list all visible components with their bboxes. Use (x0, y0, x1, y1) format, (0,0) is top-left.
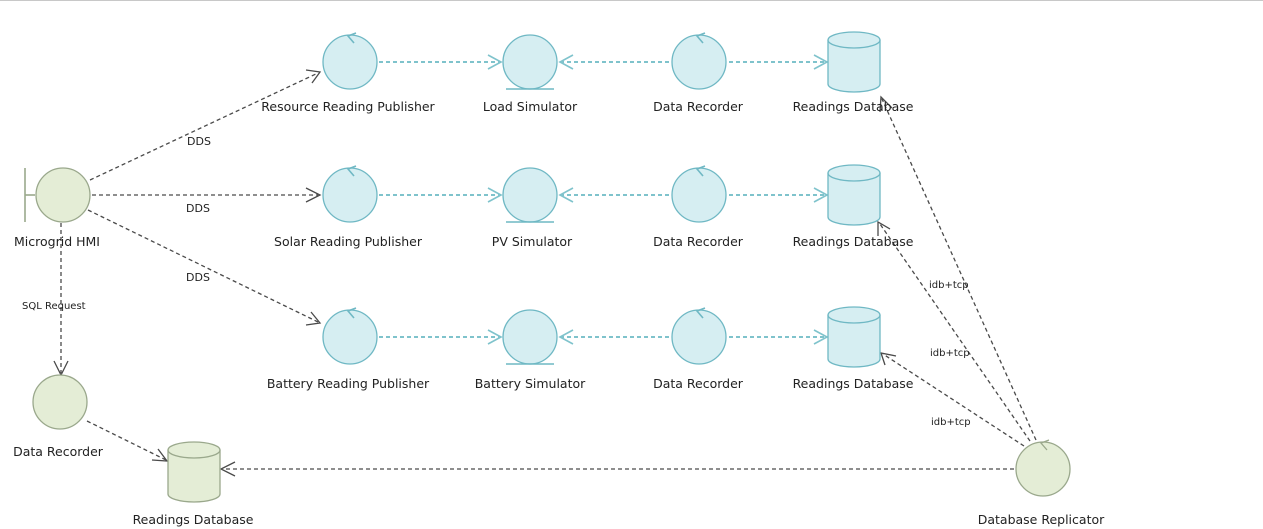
node-readings-database-3[interactable]: Readings Database (793, 306, 914, 391)
node-data-recorder-1[interactable]: Data Recorder (653, 32, 744, 114)
node-local-data-recorder[interactable]: Data Recorder (13, 374, 104, 459)
flow-row-2 (379, 187, 829, 203)
node-label: Readings Database (793, 376, 914, 391)
edge-label-idb-2: idb+tcp (930, 348, 970, 359)
node-label: Database Replicator (978, 512, 1105, 527)
edge-label-dds-2: DDS (186, 202, 210, 215)
edge-label-sql: SQL Request (22, 301, 86, 312)
edge-label-idb-3: idb+tcp (931, 417, 971, 428)
edge-hmi-battery: DDS (87, 209, 322, 326)
node-label: Microgrid HMI (14, 234, 100, 249)
node-label: Readings Database (793, 234, 914, 249)
edge-label-dds-1: DDS (187, 135, 211, 148)
node-label: Resource Reading Publisher (261, 99, 435, 114)
node-data-recorder-2[interactable]: Data Recorder (653, 165, 744, 249)
node-readings-database-1[interactable]: Readings Database (793, 31, 914, 114)
node-label: Readings Database (133, 512, 254, 527)
edge-replicator-db1: idb+tcp (879, 95, 1037, 441)
node-label: Battery Reading Publisher (267, 376, 430, 391)
node-label: Battery Simulator (475, 376, 586, 391)
edge-hmi-resource: DDS (89, 69, 322, 181)
flow-row-1 (379, 54, 829, 70)
node-label: Data Recorder (653, 99, 744, 114)
node-label: Data Recorder (653, 376, 744, 391)
edge-replicator-db3: idb+tcp (880, 352, 1025, 447)
node-pv-simulator[interactable]: PV Simulator (492, 167, 573, 249)
node-label: Load Simulator (483, 99, 578, 114)
edge-replicator-local-db (219, 461, 1014, 477)
node-microgrid-hmi[interactable]: Microgrid HMI (14, 167, 100, 249)
node-label: Solar Reading Publisher (274, 234, 423, 249)
node-database-replicator[interactable]: Database Replicator (978, 439, 1105, 527)
node-label: Data Recorder (653, 234, 744, 249)
edge-hmi-solar: DDS (92, 187, 322, 215)
node-label: Readings Database (793, 99, 914, 114)
node-local-readings-database[interactable]: Readings Database (133, 441, 254, 527)
edge-label-idb-1: idb+tcp (929, 280, 969, 291)
flow-row-3 (379, 329, 829, 345)
node-battery-simulator[interactable]: Battery Simulator (475, 309, 586, 391)
node-label: Data Recorder (13, 444, 104, 459)
node-readings-database-2[interactable]: Readings Database (793, 164, 914, 249)
node-label: PV Simulator (492, 234, 573, 249)
node-solar-reading-publisher[interactable]: Solar Reading Publisher (274, 165, 423, 249)
node-data-recorder-3[interactable]: Data Recorder (653, 307, 744, 391)
node-resource-reading-publisher[interactable]: Resource Reading Publisher (261, 32, 436, 114)
node-load-simulator[interactable]: Load Simulator (483, 34, 578, 114)
edge-replicator-db2: idb+tcp (877, 220, 1031, 442)
edge-label-dds-3: DDS (186, 271, 210, 284)
edge-local-recorder-db (86, 420, 169, 462)
node-battery-reading-publisher[interactable]: Battery Reading Publisher (267, 307, 430, 391)
